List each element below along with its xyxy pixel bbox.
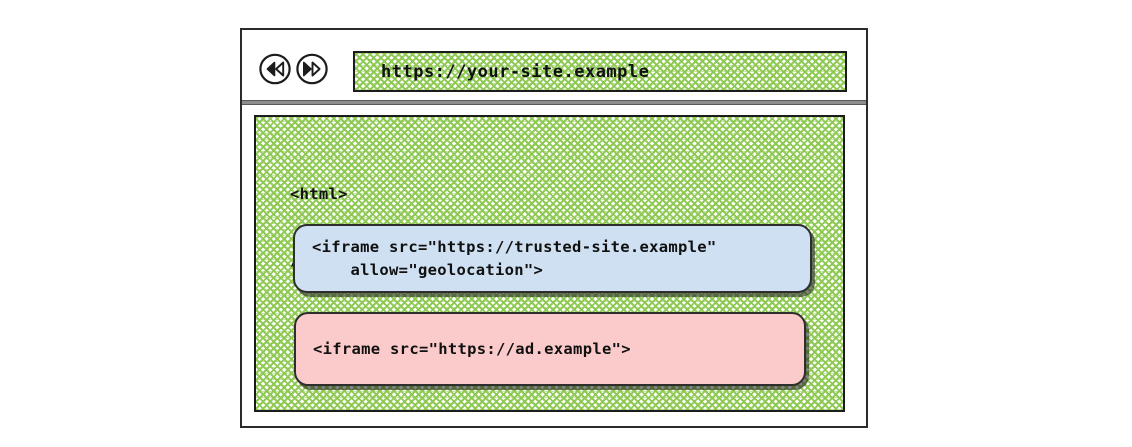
forward-button[interactable] (295, 52, 329, 86)
url-bar[interactable]: https://your-site.example (353, 51, 847, 92)
rewind-icon (259, 53, 291, 85)
code-line-html-tag: <html> (290, 185, 348, 203)
browser-toolbar: https://your-site.example (242, 30, 866, 105)
browser-window: https://your-site.example <html> // your… (240, 28, 868, 428)
url-input[interactable]: https://your-site.example (381, 61, 650, 82)
trusted-iframe-line-2: allow="geolocation"> (312, 260, 544, 279)
ad-iframe-line-1: <iframe src="https://ad.example"> (313, 339, 631, 358)
trusted-site-iframe-code: <iframe src="https://trusted-site.exampl… (295, 236, 717, 282)
trusted-site-iframe[interactable]: <iframe src="https://trusted-site.exampl… (293, 224, 812, 293)
fast-forward-icon (296, 53, 328, 85)
ad-iframe[interactable]: <iframe src="https://ad.example"> (294, 312, 806, 386)
page-content-panel: <html> // your-site.example code <iframe… (254, 115, 845, 412)
toolbar-divider (242, 100, 866, 105)
back-button[interactable] (258, 52, 292, 86)
trusted-iframe-line-1: <iframe src="https://trusted-site.exampl… (312, 237, 717, 256)
ad-iframe-code: <iframe src="https://ad.example"> (296, 338, 631, 361)
